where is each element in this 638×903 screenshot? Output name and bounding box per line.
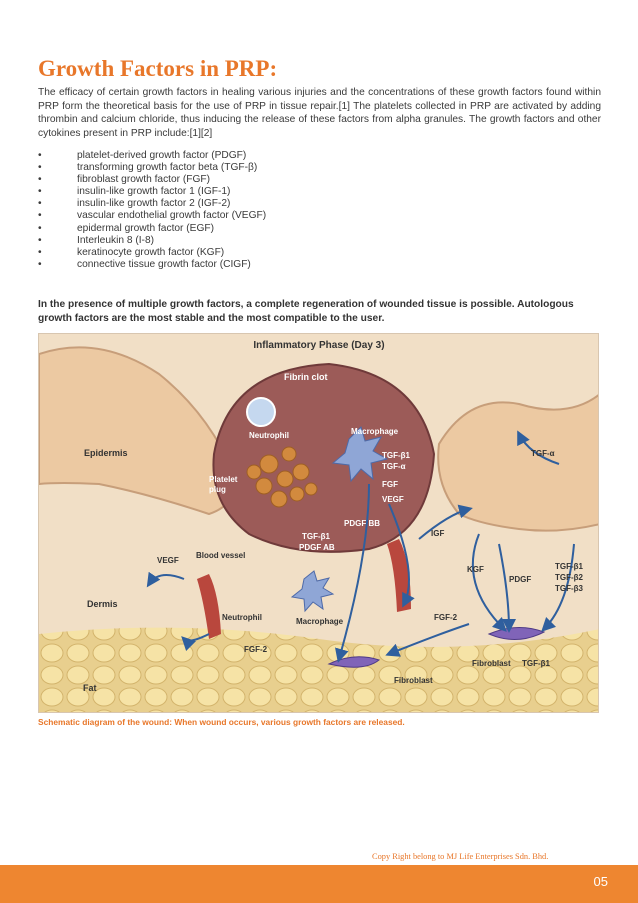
label-igf: IGF xyxy=(431,529,444,538)
growth-factor-list: •platelet-derived growth factor (PDGF) •… xyxy=(38,150,266,271)
bullet-marker: • xyxy=(38,174,42,186)
label-pdgf: PDGF xyxy=(509,575,531,584)
list-item: •vascular endothelial growth factor (VEG… xyxy=(38,210,267,222)
label-epidermis: Epidermis xyxy=(84,448,128,458)
list-item: •transforming growth factor beta (TGF-β) xyxy=(38,162,258,174)
bullet-marker: • xyxy=(38,150,42,161)
label-pdgf-bb: PDGF BB xyxy=(344,519,380,528)
emphasis-paragraph: In the presence of multiple growth facto… xyxy=(38,299,574,324)
macrophage-cell-2 xyxy=(290,570,335,613)
label-kgf: KGF xyxy=(467,565,484,574)
bullet-marker: • xyxy=(38,186,42,198)
bullet-marker: • xyxy=(38,210,42,222)
label-neutrophil-2: Neutrophil xyxy=(222,613,262,622)
signal-arrows xyxy=(146,430,575,663)
label-tgf-b1-3: TGF-β1 xyxy=(555,562,584,571)
label-fibrin-clot: Fibrin clot xyxy=(284,372,328,382)
neutrophil-cell xyxy=(246,397,276,427)
list-item: •epidermal growth factor (EGF) xyxy=(38,222,215,234)
bullet-marker: • xyxy=(38,162,42,174)
copyright-notice: Copy Right belong to MJ Life Enterprises… xyxy=(372,852,549,861)
label-tgf-a-2: TGF-α xyxy=(531,449,555,458)
page-number: 05 xyxy=(593,874,608,889)
label-pdgf-ab: PDGF AB xyxy=(299,543,335,552)
fat-layer xyxy=(39,627,598,712)
label-blood-vessel: Blood vessel xyxy=(196,551,245,560)
list-item: •Interleukin 8 (I-8) xyxy=(38,234,155,246)
list-item: •platelet-derived growth factor (PDGF) xyxy=(38,150,247,161)
label-tgf-b3: TGF-β3 xyxy=(555,584,584,593)
label-tgf-a: TGF-α xyxy=(382,462,406,471)
label-dermis: Dermis xyxy=(87,599,118,609)
list-item: •connective tissue growth factor (CIGF) xyxy=(38,258,251,270)
label-tgf-b1-4: TGF-β1 xyxy=(522,659,551,668)
figure-caption: Schematic diagram of the wound: When wou… xyxy=(38,717,405,727)
label-vegf: VEGF xyxy=(382,495,404,504)
wound-diagram: Inflammatory Phase (Day 3) Fibrin clot N… xyxy=(38,333,599,713)
platelet-plug xyxy=(246,446,318,508)
label-macrophage: Macrophage xyxy=(351,427,399,436)
bullet-marker: • xyxy=(38,246,42,258)
bullet-marker: • xyxy=(38,258,42,270)
label-tgf-b2: TGF-β2 xyxy=(555,573,584,582)
bullet-marker: • xyxy=(38,234,42,246)
label-tgf-b1-2: TGF-β1 xyxy=(302,532,331,541)
label-fibroblast-2: Fibroblast xyxy=(394,676,433,685)
label-fat: Fat xyxy=(83,683,97,693)
list-item: •fibroblast growth factor (FGF) xyxy=(38,174,211,186)
label-fgf2-2: FGF-2 xyxy=(434,613,458,622)
label-fibroblast: Fibroblast xyxy=(472,659,511,668)
wound-diagram-illustration: Inflammatory Phase (Day 3) Fibrin clot N… xyxy=(39,334,598,712)
label-macrophage-2: Macrophage xyxy=(296,617,344,626)
footer-bar: 05 xyxy=(0,865,638,903)
label-fgf2: FGF-2 xyxy=(244,645,268,654)
blood-vessel xyxy=(197,574,221,639)
page-title: Growth Factors in PRP: xyxy=(38,56,278,81)
list-item: •insulin-like growth factor 1 (IGF-1) xyxy=(38,186,231,198)
list-item: •insulin-like growth factor 2 (IGF-2) xyxy=(38,198,231,210)
bullet-marker: • xyxy=(38,198,42,210)
label-neutrophil: Neutrophil xyxy=(249,431,289,440)
list-item: •keratinocyte growth factor (KGF) xyxy=(38,246,225,258)
label-fgf: FGF xyxy=(382,480,398,489)
macrophage-cell xyxy=(331,426,389,483)
diagram-heading: Inflammatory Phase (Day 3) xyxy=(253,340,384,351)
bullet-marker: • xyxy=(38,222,42,234)
intro-paragraph: The efficacy of certain growth factors i… xyxy=(38,87,601,139)
label-tgf-b1: TGF-β1 xyxy=(382,451,411,460)
label-vegf-2: VEGF xyxy=(157,556,179,565)
